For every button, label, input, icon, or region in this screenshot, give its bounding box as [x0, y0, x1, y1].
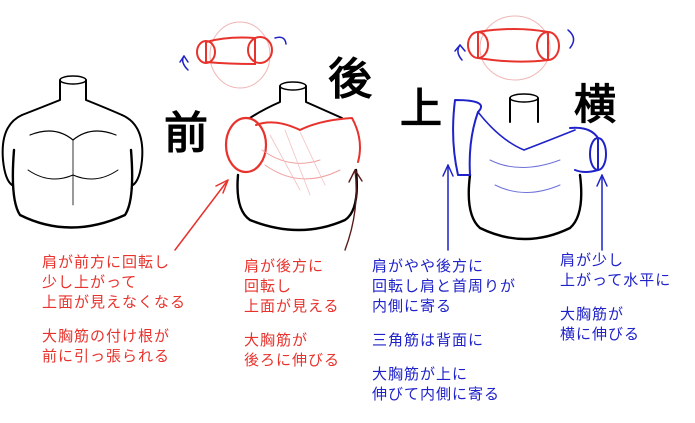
note-front-line-6: 前に引っ張られる: [42, 347, 171, 365]
label-side: 横: [574, 80, 617, 129]
note-up-gap-2: [372, 350, 516, 364]
note-back-line-1: 肩が後方に: [244, 257, 325, 275]
torso-rotated: [224, 81, 361, 232]
rotation-sketch-front: [179, 21, 287, 89]
note-side-line-2: 上がって水平に: [560, 271, 672, 289]
note-up-line-2: 回転し肩と首周りが: [372, 277, 517, 295]
note-front-gap: [42, 312, 186, 326]
note-side-line-4: 大胸筋が: [560, 305, 625, 323]
note-back-gap: [244, 316, 340, 330]
note-back-line-2: 回転し: [244, 277, 293, 295]
note-front-line-3: 上面が見えなくなる: [42, 293, 187, 311]
note-back-line-6: 後ろに伸びる: [244, 351, 341, 369]
torso-up-side: [452, 93, 607, 241]
torso-neutral: [1, 75, 144, 229]
note-up: 肩がやや後方に 回転し肩と首周りが 内側に寄る 三角筋は背面に 大胸筋が上に 伸…: [372, 256, 516, 404]
note-back: 肩が後方に 回転し 上面が見える 大胸筋が 後ろに伸びる: [244, 256, 340, 370]
front-arrow: [174, 179, 229, 251]
note-front-line-2: 少し上がって: [42, 273, 138, 291]
label-up: 上: [400, 84, 443, 133]
label-front: 前: [164, 108, 208, 159]
note-up-gap-1: [372, 316, 516, 330]
note-up-line-7: 大胸筋が上に: [372, 365, 469, 383]
label-back: 後: [328, 54, 372, 105]
note-back-line-3: 上面が見える: [244, 297, 340, 315]
note-side-line-5: 横に伸びる: [560, 325, 641, 343]
note-front: 肩が前方に回転し 少し上がって 上面が見えなくなる 大胸筋の付け根が 前に引っ張…: [42, 252, 186, 366]
rotation-sketch-side: [454, 15, 575, 81]
back-arrow: [344, 169, 363, 251]
note-up-line-1: 肩がやや後方に: [372, 257, 485, 275]
note-front-line-1: 肩が前方に回転し: [42, 253, 171, 271]
note-up-line-5: 三角筋は背面に: [372, 331, 485, 349]
note-side: 肩が少し 上がって水平に 大胸筋が 横に伸びる: [560, 250, 671, 344]
note-back-line-5: 大胸筋が: [244, 331, 309, 349]
note-up-line-3: 内側に寄る: [372, 297, 453, 315]
up-arrow: [442, 164, 454, 251]
note-up-line-8: 伸びて内側に寄る: [372, 385, 501, 403]
note-side-gap: [560, 290, 671, 304]
note-front-line-5: 大胸筋の付け根が: [42, 327, 171, 345]
side-arrow: [596, 174, 608, 251]
note-side-line-1: 肩が少し: [560, 251, 625, 269]
